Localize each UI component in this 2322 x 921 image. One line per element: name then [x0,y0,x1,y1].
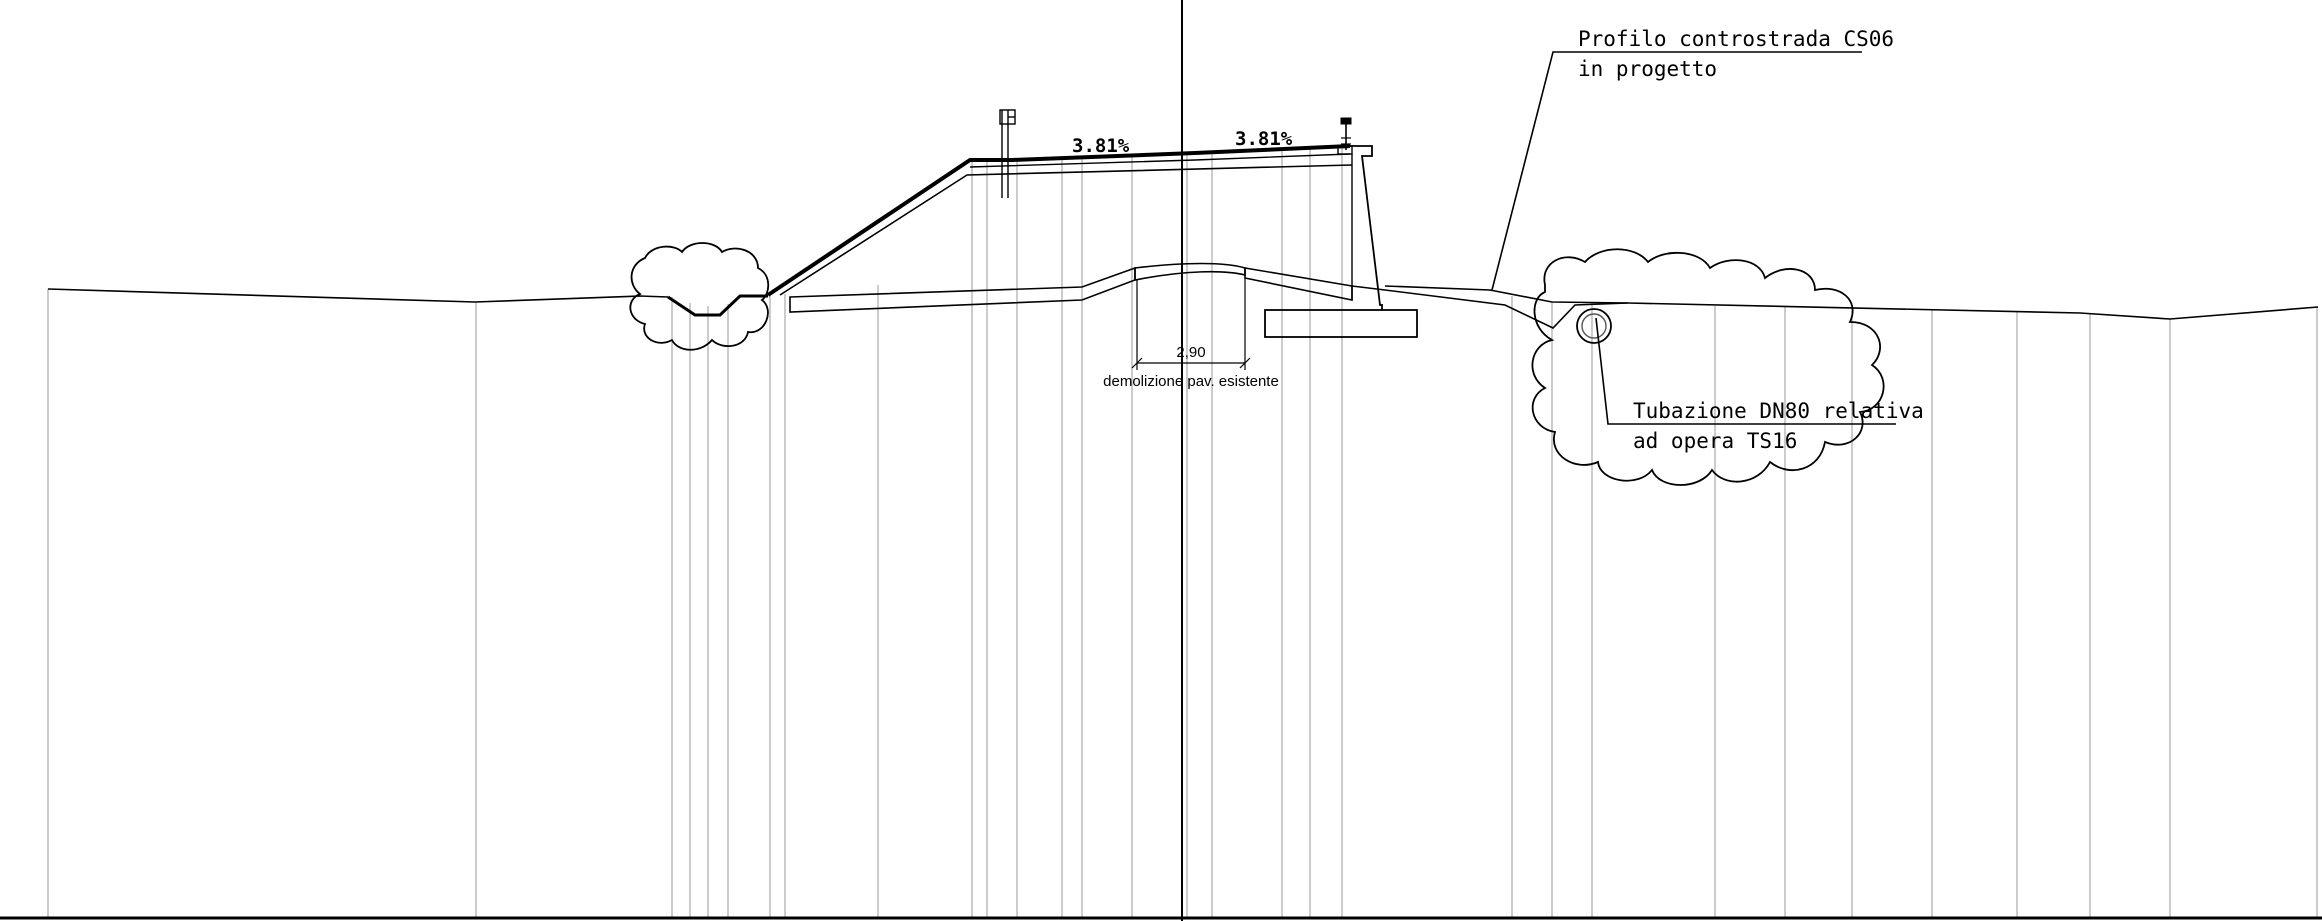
dimension-caption: demolizione pav. esistente [1103,373,1279,390]
callout-profile-leader [1491,51,1862,291]
existing-pavement-right [1244,267,1353,301]
existing-pavement-hump [1134,262,1246,281]
existing-pavement-left [789,266,1136,313]
embankment-slope-inner [779,164,1353,296]
existing-pavement-edge [1351,285,1386,291]
profile-cs06-line [1384,289,1629,329]
embankment-slope-outer [766,158,1012,297]
dimension-tick-left [1131,357,1143,369]
drainage-ditch [667,294,768,317]
slope-label-left: 3.81% [1072,135,1130,157]
revision-cloud-left [629,242,770,351]
slope-label-right: 3.81% [1235,128,1293,150]
callout-pipe-line1: Tubazione DN80 relativa [1633,399,1924,423]
dimension-tick-right [1239,357,1251,369]
callout-profile-line1: Profilo controstrada CS06 [1578,27,1894,51]
dimension-value: 2,90 [1176,344,1205,361]
pipe-dn80-outer [1576,308,1612,344]
guard-rail-post [1337,117,1353,155]
road-pavement-surface [1011,144,1351,162]
callout-pipe-leader [1595,317,1896,425]
existing-ground-left [47,288,669,303]
revision-cloud-right [1531,248,1885,486]
retaining-wall [1350,145,1383,306]
wall-foundation [1264,309,1418,338]
station-lines [47,146,2318,917]
road-pavement-sublayer [969,153,1351,168]
pipe-dn80-inner [1581,313,1607,339]
road-sign-left [999,109,1016,198]
callout-profile-line2: in progetto [1578,57,1717,81]
callout-pipe-line2: ad opera TS16 [1633,429,1797,453]
